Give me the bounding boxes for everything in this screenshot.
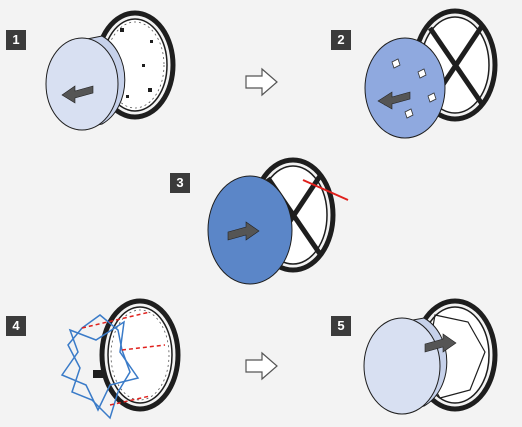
step-2-badge: 2 (331, 30, 351, 50)
step-1-badge: 1 (6, 30, 26, 50)
step-3-illustration (208, 160, 348, 284)
step-4-clip (93, 370, 103, 378)
step-1-lid (46, 36, 125, 130)
step-4-illustration (62, 301, 178, 418)
step-5-badge: 5 (331, 316, 351, 336)
step-5-illustration (364, 301, 495, 414)
step-1-illustration (46, 13, 173, 130)
hollow-arrow-right-icon (246, 353, 277, 379)
step-2-illustration (365, 11, 495, 138)
hollow-arrow-right-icon (246, 69, 277, 95)
step-2-lid (365, 38, 445, 138)
step-4-badge: 4 (6, 316, 26, 336)
step-4-frame (102, 301, 178, 409)
step-3-badge: 3 (170, 173, 190, 193)
